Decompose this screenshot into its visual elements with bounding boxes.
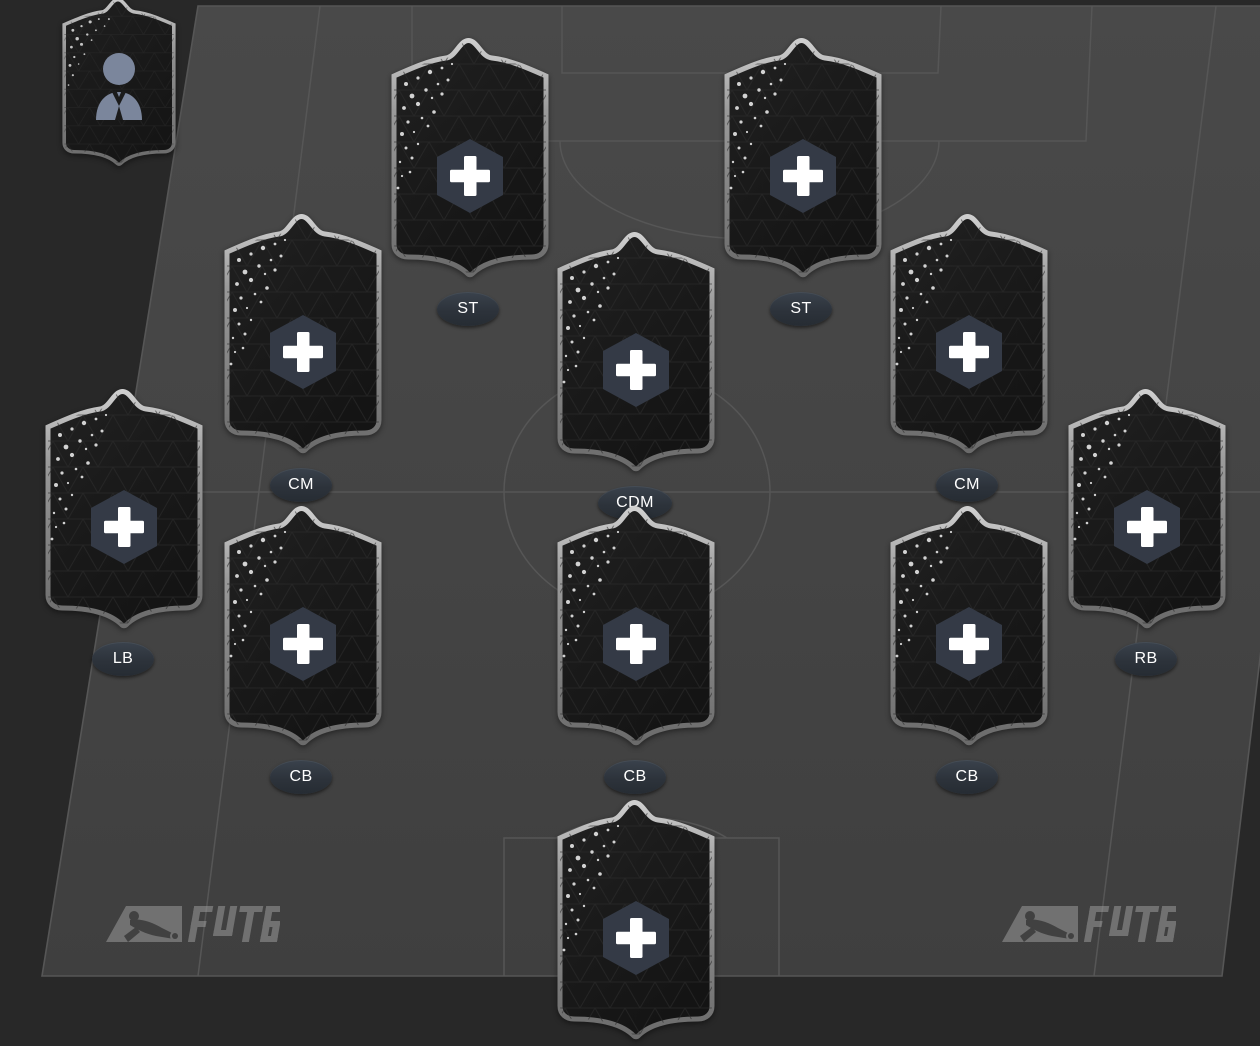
player-card-st-right[interactable] [717,38,889,283]
card-speckles [562,256,620,384]
position-label: CM [954,476,980,493]
add-player-button-rb[interactable] [1111,487,1183,567]
card-shape [724,38,882,278]
plus-icon [437,139,503,213]
plus-icon [270,315,336,389]
add-player-button-cm-left[interactable] [267,312,339,392]
plus-icon [1114,490,1180,564]
player-card-rb[interactable] [1061,389,1233,634]
add-player-button-lb[interactable] [88,487,160,567]
card-speckles [895,530,953,658]
player-card-st-left[interactable] [384,38,556,283]
position-badge-cb-right[interactable]: CB [936,760,998,794]
plus-icon [270,607,336,681]
plus-icon [91,490,157,564]
position-label: RB [1134,650,1158,667]
add-player-button-gk[interactable] [600,898,672,978]
player-card-cb-mid[interactable] [550,506,722,751]
manager-person-icon [86,50,152,122]
plus-icon [936,607,1002,681]
card-speckles [229,238,287,366]
player-card-cm-left[interactable] [217,214,389,459]
add-player-button-st-left[interactable] [434,136,506,216]
player-card-cb-right[interactable] [883,506,1055,751]
position-label: LB [112,650,134,667]
position-badge-rb[interactable]: RB [1115,642,1177,676]
card-speckles [229,530,287,658]
add-player-button-cb-mid[interactable] [600,604,672,684]
card-speckles [562,530,620,658]
player-card-cm-right[interactable] [883,214,1055,459]
position-badge-cb-mid[interactable]: CB [604,760,666,794]
position-label: ST [457,300,479,317]
position-badge-cm-left[interactable]: CM [270,468,332,502]
position-badge-st-left[interactable]: ST [437,292,499,326]
position-label: CM [288,476,314,493]
card-speckles [895,238,953,366]
plus-icon [936,315,1002,389]
add-player-button-cb-left[interactable] [267,604,339,684]
player-card-cb-left[interactable] [217,506,389,751]
player-card-lb[interactable] [38,389,210,634]
card-speckles [562,824,620,952]
card-speckles [1073,413,1131,541]
card-speckles [396,62,454,190]
position-label: ST [790,300,812,317]
position-label: CB [623,768,647,785]
plus-icon [603,333,669,407]
position-badge-cb-left[interactable]: CB [270,760,332,794]
add-player-button-st-right[interactable] [767,136,839,216]
position-badge-st-right[interactable]: ST [770,292,832,326]
plus-icon [603,607,669,681]
position-label: CDM [616,494,654,511]
card-speckles [729,62,787,190]
card-speckles [50,413,108,541]
position-label: CB [955,768,979,785]
plus-icon [603,901,669,975]
player-card-gk[interactable] [550,800,722,1045]
position-badge-lb[interactable]: LB [92,642,154,676]
add-player-button-cb-right[interactable] [933,604,1005,684]
card-shape [45,389,203,629]
player-card-cdm[interactable] [550,232,722,477]
position-badge-cm-right[interactable]: CM [936,468,998,502]
manager-card[interactable] [57,0,181,170]
position-label: CB [289,768,313,785]
add-player-button-cdm[interactable] [600,330,672,410]
add-player-button-cm-right[interactable] [933,312,1005,392]
plus-icon [770,139,836,213]
